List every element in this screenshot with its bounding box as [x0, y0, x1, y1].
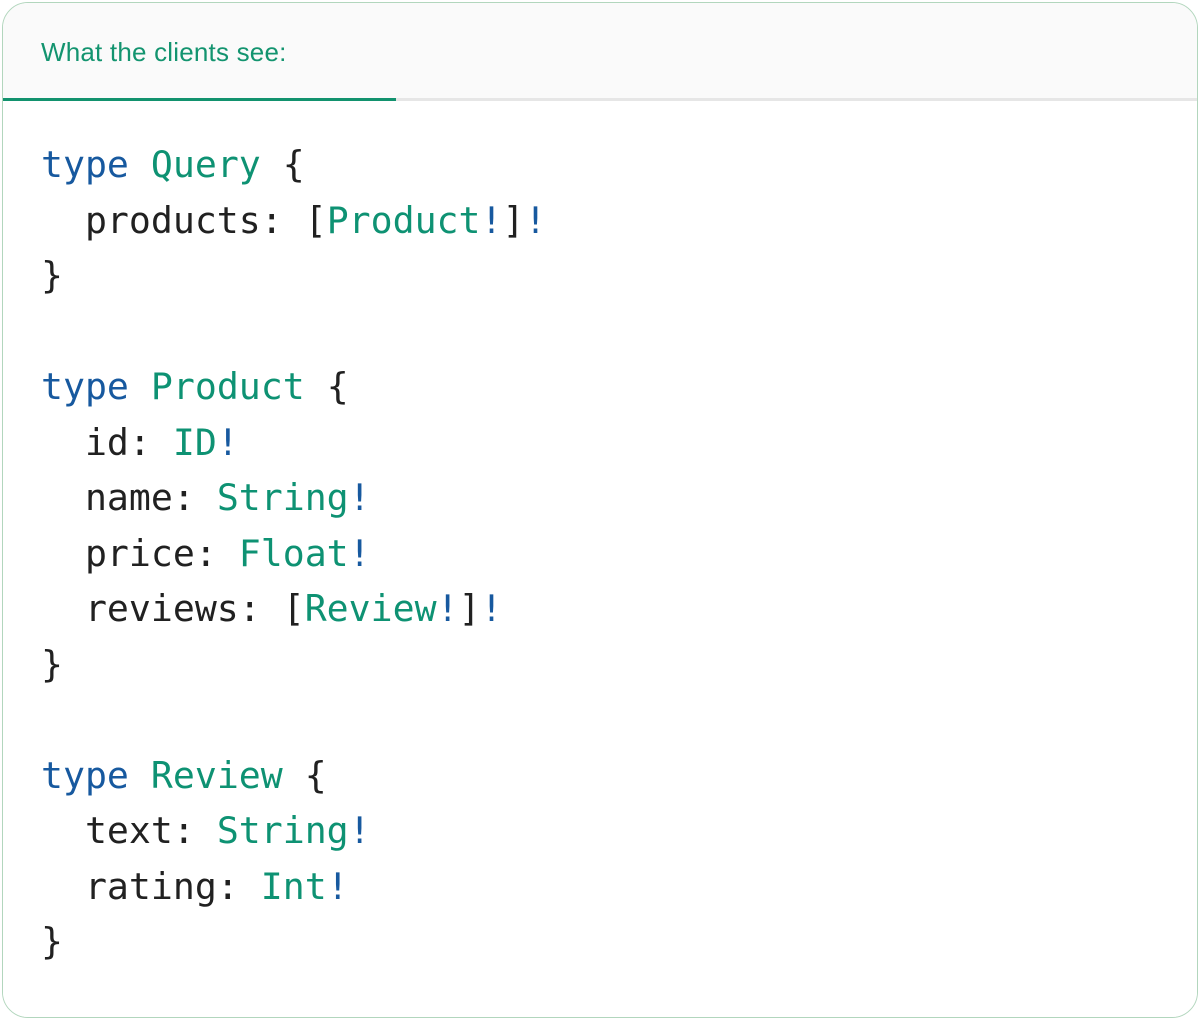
- code-token-plain: id:: [41, 420, 173, 464]
- code-line: rating: Int!: [41, 859, 1159, 915]
- code-block: type Query { products: [Product!]!} type…: [3, 101, 1197, 1017]
- code-token-bang: !: [436, 587, 459, 630]
- tab-what-clients-see[interactable]: What the clients see:: [3, 3, 396, 101]
- code-token-typename: String: [216, 476, 349, 519]
- code-token-plain: reviews: [: [41, 587, 305, 630]
- active-tab-underline: [3, 98, 396, 101]
- code-token-plain: }: [41, 642, 63, 686]
- code-line: text: String!: [41, 803, 1159, 859]
- code-line: }: [41, 637, 1159, 693]
- code-line: }: [41, 248, 1159, 304]
- code-token-plain: }: [41, 920, 63, 963]
- code-line: products: [Product!]!: [41, 193, 1159, 249]
- code-line: type Query {: [41, 137, 1159, 193]
- code-token-plain: text:: [41, 809, 217, 852]
- code-token-bang: !: [524, 198, 547, 242]
- code-token-bang: !: [326, 864, 349, 908]
- code-token-typename: Float: [238, 531, 349, 575]
- code-token-typename: Review: [150, 753, 283, 797]
- tab-bar: What the clients see:: [3, 3, 1197, 101]
- code-token-plain: ]: [502, 198, 525, 242]
- code-token-typename: Product: [326, 198, 481, 242]
- code-line: name: String!: [41, 470, 1159, 526]
- code-token-plain: ]: [458, 587, 481, 630]
- code-token-typename: Query: [150, 143, 261, 186]
- code-token-plain: name:: [41, 476, 217, 519]
- code-token-keyword: type: [41, 753, 129, 797]
- code-token-plain: products: [: [41, 198, 327, 242]
- code-token-plain: [129, 754, 151, 797]
- code-token-bang: !: [480, 587, 503, 630]
- code-line: }: [41, 914, 1159, 970]
- code-token-typename: Int: [260, 864, 327, 908]
- code-token-plain: }: [41, 254, 63, 297]
- code-token-plain: price:: [41, 531, 239, 575]
- code-token-keyword: type: [41, 143, 129, 186]
- code-token-bang: !: [348, 809, 371, 852]
- code-token-plain: [129, 143, 151, 186]
- code-token-bang: !: [480, 198, 503, 242]
- code-token-plain: rating:: [41, 864, 261, 908]
- code-token-bang: !: [216, 420, 239, 464]
- code-line: id: ID!: [41, 415, 1159, 471]
- code-line: reviews: [Review!]!: [41, 581, 1159, 637]
- code-token-bang: !: [348, 531, 371, 575]
- code-line: type Review {: [41, 748, 1159, 804]
- code-line: price: Float!: [41, 526, 1159, 582]
- code-token-typename: Product: [150, 365, 305, 408]
- code-token-bang: !: [348, 476, 371, 519]
- code-token-plain: {: [282, 753, 327, 797]
- code-token-plain: [129, 365, 151, 408]
- code-token-typename: ID: [172, 420, 217, 464]
- code-token-plain: {: [304, 365, 349, 408]
- code-blank-line: [41, 692, 1159, 748]
- tab-bar-divider: [3, 98, 1197, 101]
- code-token-typename: Review: [304, 587, 437, 630]
- code-blank-line: [41, 304, 1159, 360]
- code-token-typename: String: [216, 809, 349, 852]
- code-token-plain: {: [260, 143, 305, 186]
- code-line: type Product {: [41, 359, 1159, 415]
- tab-label: What the clients see:: [41, 36, 287, 67]
- code-token-keyword: type: [41, 365, 129, 408]
